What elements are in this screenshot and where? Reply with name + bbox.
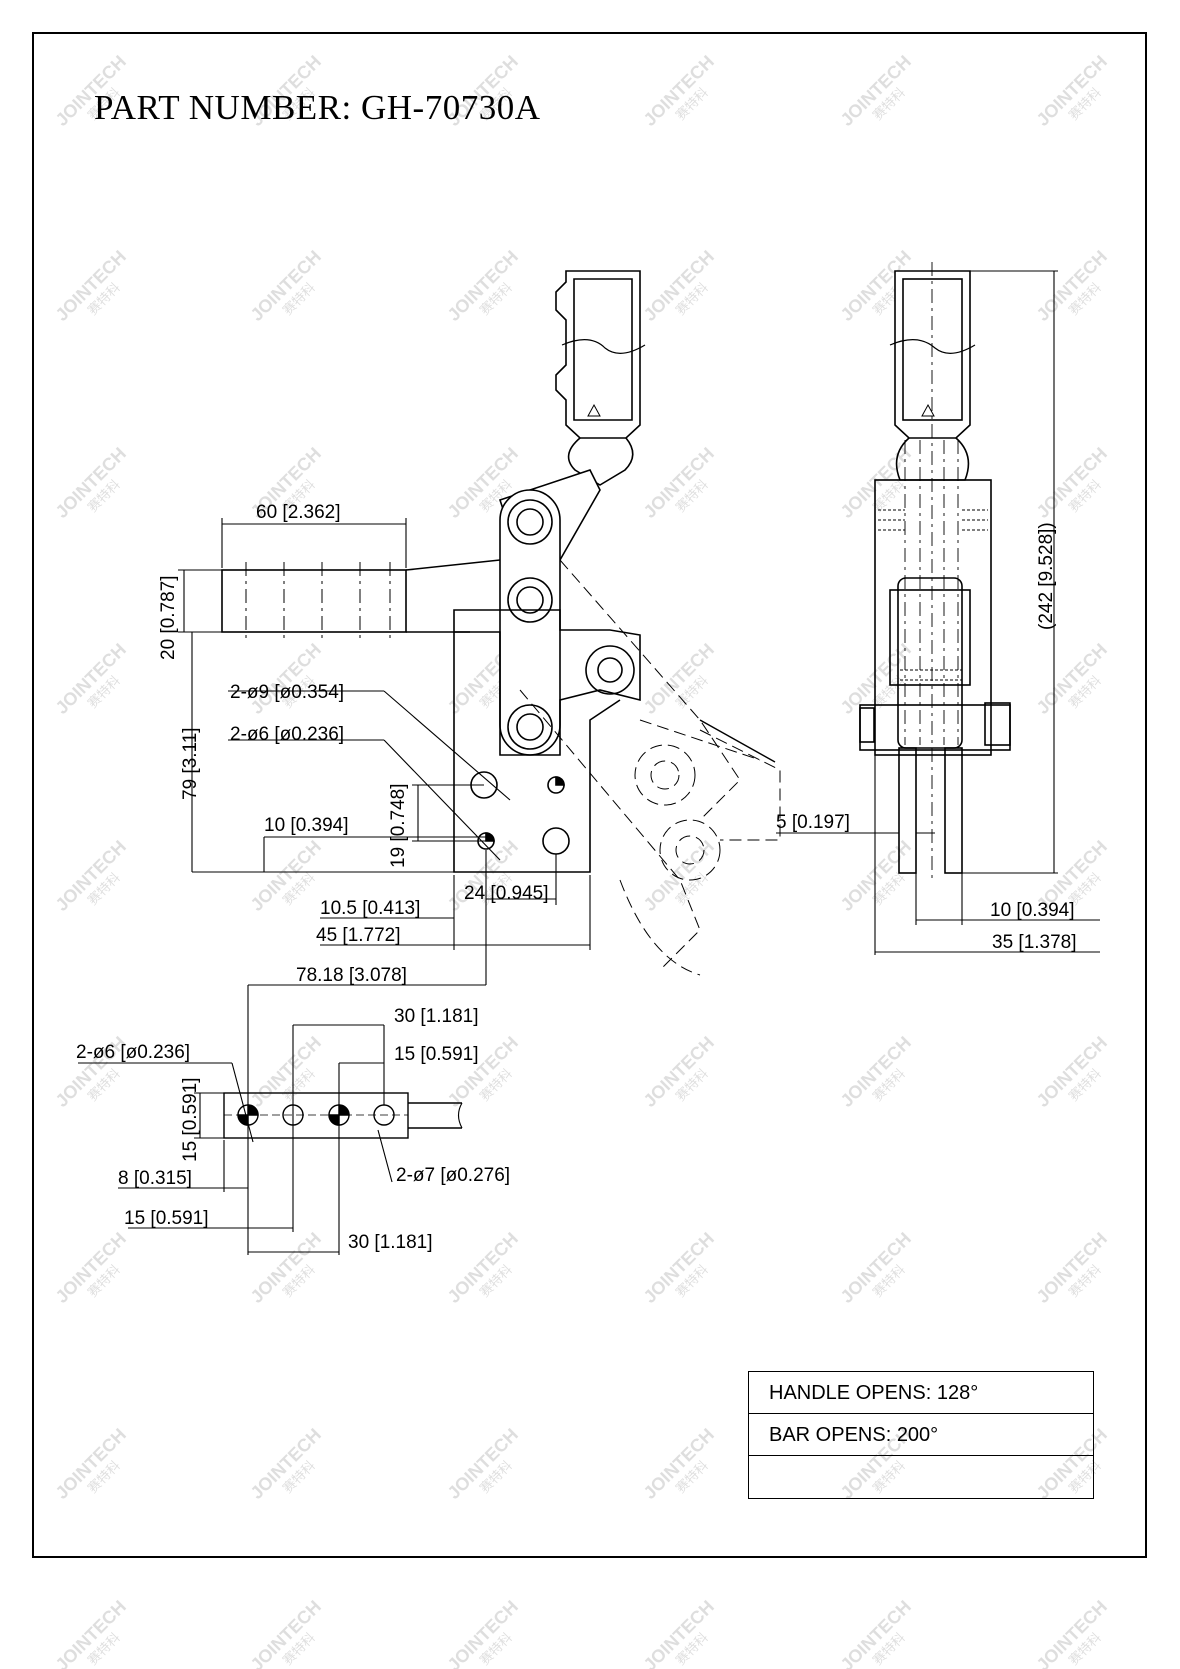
dim-side-10: 10 [0.394] [990, 900, 1075, 921]
dim-side-35: 35 [1.378] [992, 932, 1077, 953]
dim-mount-height: 79 [3.11] [180, 727, 201, 800]
blank-row [749, 1456, 1093, 1498]
dim-arm-8: 8 [0.315] [118, 1168, 192, 1189]
dimension-labels: 60 [2.362] 20 [0.787] 79 [3.11] 2-ø9 [ø0… [76, 502, 1077, 1253]
dim-arm-width: 15 [0.591] [180, 1077, 201, 1162]
dim-hole-offset: 10 [0.394] [264, 815, 349, 836]
side-dimension-lines [776, 270, 1100, 955]
specs-table: HANDLE OPENS: 128° BAR OPENS: 200° [748, 1371, 1094, 1499]
dim-arm-holes7: 2-ø7 [ø0.276] [396, 1165, 510, 1186]
arm-dimension-lines [78, 984, 486, 1255]
dim-hole-vert: 19 [0.748] [388, 783, 409, 868]
handle-opens-row: HANDLE OPENS: 128° [749, 1372, 1093, 1414]
dim-arm-holes6: 2-ø6 [ø0.236] [76, 1042, 190, 1063]
dim-bar-height: 20 [0.787] [158, 575, 179, 660]
bar-opens-row: BAR OPENS: 200° [749, 1414, 1093, 1456]
dim-arm-15b: 15 [0.591] [124, 1208, 209, 1229]
dim-base-105: 10.5 [0.413] [320, 898, 420, 919]
side-view [859, 262, 1011, 880]
dim-big-holes: 2-ø9 [ø0.354] [230, 682, 344, 703]
part-number-title: PART NUMBER: GH-70730A [94, 88, 541, 127]
front-dimension-lines [178, 518, 591, 985]
dim-arm-30b: 30 [1.181] [348, 1232, 433, 1253]
dim-arm-30a: 30 [1.181] [394, 1006, 479, 1027]
dim-small-holes: 2-ø6 [ø0.236] [230, 724, 344, 745]
dim-bar-width: 60 [2.362] [256, 502, 341, 523]
dim-side-height: (242 [9.528]) [1036, 522, 1057, 630]
dim-base-24: 24 [0.945] [464, 883, 549, 904]
sheet-border [32, 32, 1147, 1558]
dim-arm-15a: 15 [0.591] [394, 1044, 479, 1065]
front-view [221, 270, 781, 976]
dim-side-5: 5 [0.197] [776, 812, 850, 833]
dim-arm-7818: 78.18 [3.078] [296, 965, 407, 986]
dim-base-45: 45 [1.772] [316, 925, 401, 946]
